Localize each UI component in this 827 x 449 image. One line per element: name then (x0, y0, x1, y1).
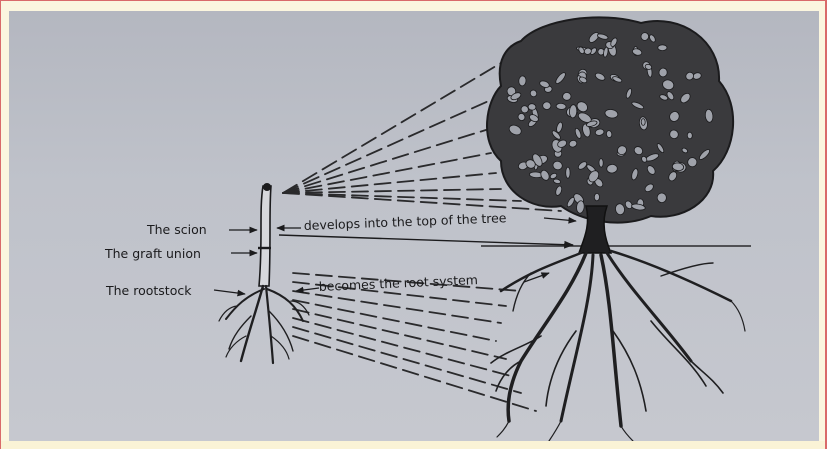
bottom-strip (1, 441, 826, 449)
dashed-ray (293, 309, 506, 359)
label-top-of-tree: develops into the top of the tree (304, 210, 508, 233)
leaf-cluster (599, 159, 603, 168)
projection-rays-bottom (293, 273, 536, 411)
dashed-ray (283, 153, 491, 193)
label-graft-union: The graft union (104, 246, 201, 261)
leaf-cluster (563, 92, 572, 100)
leaf-cluster (594, 193, 599, 201)
becomes-arrow-left (296, 288, 319, 291)
develops-arrow-right (544, 218, 576, 221)
dashed-ray (283, 193, 521, 201)
tree-root-system (491, 251, 745, 441)
label-scion: The scion (146, 222, 207, 237)
rootstock-arrow (214, 290, 245, 294)
leaf-cluster (543, 102, 551, 110)
dashed-ray (283, 99, 493, 193)
leaf-cluster (569, 105, 577, 119)
label-rootstock: The rootstock (105, 283, 192, 298)
leaf-cluster (658, 45, 667, 51)
tree-crown (487, 17, 733, 222)
leaf-cluster (641, 119, 645, 126)
rootstock-roots (219, 286, 309, 363)
dashed-ray (293, 327, 521, 393)
scion-stem (259, 186, 271, 286)
leaf-cluster (528, 103, 536, 110)
label-root-system: becomes the root system (318, 272, 478, 294)
grafting-diagram: The scion The graft union The rootstock … (1, 1, 826, 441)
dashed-ray (283, 63, 501, 193)
graft-to-tree-arrow (279, 235, 573, 245)
leaf-cluster (556, 103, 566, 110)
leaf-cluster (687, 132, 692, 139)
scion-bud (263, 183, 271, 191)
leaf-cluster (566, 167, 570, 178)
